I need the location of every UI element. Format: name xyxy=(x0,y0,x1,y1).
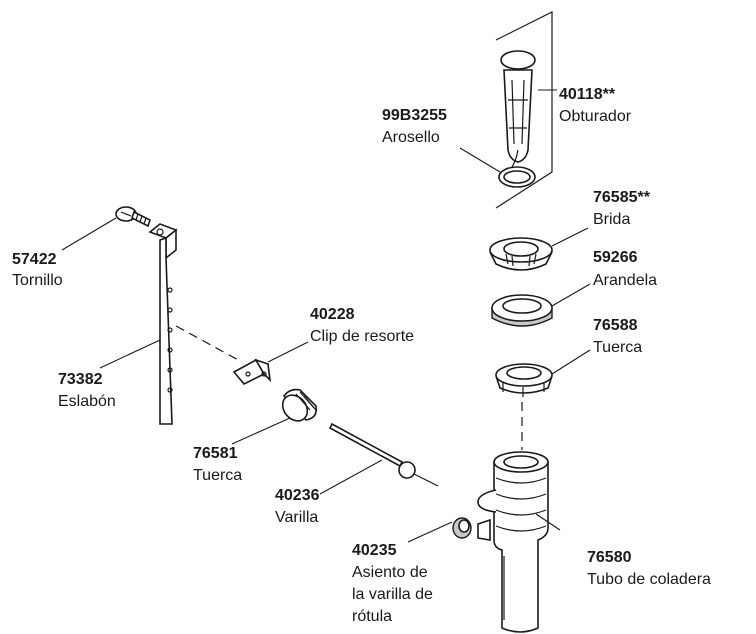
part-number-40228: 40228 xyxy=(310,306,355,323)
label-varilla: 40236 Varilla xyxy=(275,487,320,526)
spring-clip-drawing xyxy=(232,358,272,385)
part-number-99B3255: 99B3255 xyxy=(382,107,447,124)
strap-drawing xyxy=(148,223,178,425)
tailpiece-drawing xyxy=(477,451,549,633)
part-number-40118: 40118** xyxy=(559,86,616,103)
part-number-57422: 57422 xyxy=(12,251,57,268)
part-number-76580: 76580 xyxy=(587,549,632,566)
leader-lines xyxy=(61,89,591,543)
o-ring-drawing xyxy=(498,166,536,188)
label-tornillo: 57422 Tornillo xyxy=(12,251,63,289)
washer-drawing xyxy=(491,294,553,327)
part-name-asiento-line1: Asiento de xyxy=(352,564,428,581)
part-number-76588: 76588 xyxy=(593,317,638,334)
part-name-arosello: Arosello xyxy=(382,129,440,146)
part-name-tuerca-brida: Tuerca xyxy=(593,339,642,356)
label-arandela: 59266 Arandela xyxy=(593,249,657,289)
part-number-76581: 76581 xyxy=(193,445,238,462)
label-tubo: 76580 Tubo de coladera xyxy=(587,549,711,588)
label-eslabon: 73382 Eslabón xyxy=(58,371,116,410)
label-obturador: 40118** Obturador xyxy=(559,86,632,125)
label-clip: 40228 Clip de resorte xyxy=(310,306,414,345)
part-name-tubo: Tubo de coladera xyxy=(587,571,711,588)
part-name-brida: Brida xyxy=(593,211,630,228)
label-asiento: 40235 Asiento de la varilla de rótula xyxy=(352,542,433,625)
label-arosello: 99B3255 Arosello xyxy=(382,107,447,146)
label-brida: 76585** Brida xyxy=(593,189,651,228)
flange-nut-drawing xyxy=(495,363,553,397)
part-number-40236: 40236 xyxy=(275,487,320,504)
screw-drawing xyxy=(115,206,151,228)
label-tuerca-varilla: 76581 Tuerca xyxy=(193,445,242,484)
part-number-59266: 59266 xyxy=(593,249,638,266)
stopper-box-bracket xyxy=(495,11,553,209)
pivot-nut-drawing xyxy=(281,388,318,422)
part-name-tornillo: Tornillo xyxy=(12,272,63,289)
part-number-73382: 73382 xyxy=(58,371,103,388)
part-name-tuerca-varilla: Tuerca xyxy=(193,467,242,484)
part-number-76585: 76585** xyxy=(593,189,651,206)
part-name-obturador: Obturador xyxy=(559,108,632,125)
label-tuerca-brida: 76588 Tuerca xyxy=(593,317,642,356)
pivot-rod-drawing xyxy=(328,422,439,487)
part-name-eslabon: Eslabón xyxy=(58,393,116,410)
part-name-clip: Clip de resorte xyxy=(310,328,414,345)
part-name-varilla: Varilla xyxy=(275,509,318,526)
part-name-arandela: Arandela xyxy=(593,272,657,289)
part-number-40235: 40235 xyxy=(352,542,397,559)
flange-drawing xyxy=(489,237,553,271)
part-name-asiento-line2: la varilla de xyxy=(352,586,433,603)
stopper-drawing xyxy=(500,50,536,177)
part-name-asiento-line3: rótula xyxy=(352,608,392,625)
ball-seat-drawing xyxy=(452,517,472,539)
